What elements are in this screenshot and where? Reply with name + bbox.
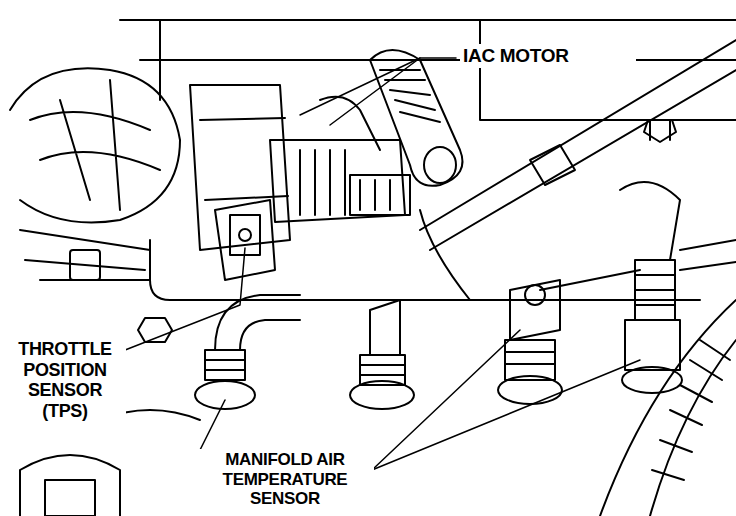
part-label: THROTTLE POSITION SENSOR (TPS) bbox=[4, 338, 126, 423]
part-label: MANIFOLD AIR TEMPERATURE SENSOR bbox=[196, 449, 374, 510]
part-label: IAC MOTOR bbox=[460, 44, 636, 68]
